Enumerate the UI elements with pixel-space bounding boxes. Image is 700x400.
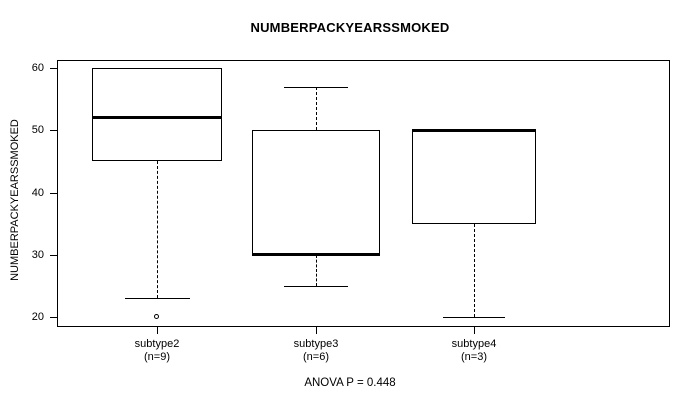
whisker-upper xyxy=(316,86,317,131)
box-subtype3 xyxy=(252,130,380,255)
x-tick-label-subtype3: subtype3(n=6) xyxy=(256,338,376,364)
x-tick-label-name: subtype4 xyxy=(451,338,497,350)
y-tick-mark xyxy=(50,254,57,256)
x-tick-label-count: (n=3) xyxy=(461,351,487,363)
whisker-lower xyxy=(474,223,475,317)
x-tick-label-subtype4: subtype4(n=3) xyxy=(414,338,534,364)
x-tick-mark xyxy=(474,327,475,334)
median-line-subtype3 xyxy=(252,253,380,257)
median-line-subtype4 xyxy=(412,128,536,132)
x-tick-mark xyxy=(157,327,158,334)
box-subtype2 xyxy=(92,68,222,162)
y-tick-label: 30 xyxy=(31,248,44,261)
outlier-point xyxy=(154,314,159,319)
x-tick-label-count: (n=9) xyxy=(144,351,170,363)
y-tick-label: 60 xyxy=(31,62,44,74)
page-title: NUMBERPACKYEARSSMOKED xyxy=(250,20,450,35)
y-tick-mark xyxy=(50,192,57,194)
y-tick-label: 50 xyxy=(31,124,44,137)
y-tick-label: 40 xyxy=(31,186,44,199)
x-tick-label-name: subtype3 xyxy=(293,338,339,350)
y-axis-label: NUMBERPACKYEARSSMOKED xyxy=(4,0,26,400)
whisker-cap-upper xyxy=(284,86,348,88)
x-tick-label-subtype2: subtype2(n=9) xyxy=(97,338,217,364)
x-tick-mark xyxy=(316,327,317,334)
y-tick-mark xyxy=(50,130,57,132)
box-subtype4 xyxy=(412,130,536,224)
y-tick-label: 20 xyxy=(31,311,44,323)
anova-annotation: ANOVA P = 0.448 xyxy=(304,377,396,389)
x-tick-label-name: subtype2 xyxy=(134,338,180,350)
y-tick-mark xyxy=(50,68,57,69)
y-tick-mark xyxy=(50,317,57,318)
whisker-cap-lower xyxy=(124,298,190,300)
x-tick-label-count: (n=6) xyxy=(303,351,329,363)
median-line-subtype2 xyxy=(92,116,222,120)
whisker-lower xyxy=(157,161,158,299)
whisker-cap-lower xyxy=(284,285,348,287)
whisker-lower xyxy=(316,254,317,286)
whisker-cap-lower xyxy=(443,317,505,318)
